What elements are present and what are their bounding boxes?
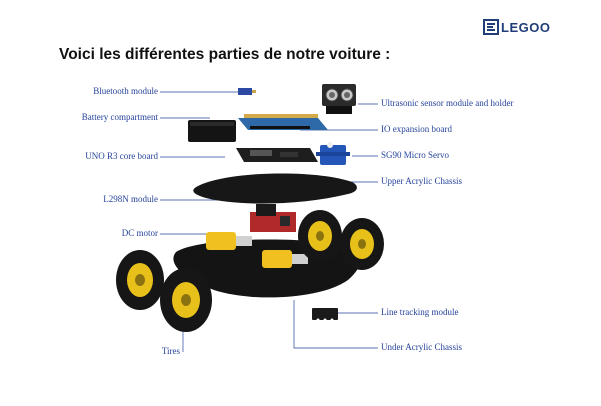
label-l298n-module: L298N module: [103, 194, 158, 204]
label-line-tracking-module: Line tracking module: [381, 307, 459, 317]
label-tires: Tires: [161, 346, 180, 356]
sg90-servo-part: [316, 142, 350, 165]
page-title: Voici les différentes parties de notre v…: [59, 46, 391, 63]
elegoo-logo-text: LEGOO: [501, 19, 551, 35]
label-ultrasonic-sensor: Ultrasonic sensor module and holder: [381, 98, 514, 108]
label-bluetooth-module: Bluetooth module: [93, 86, 158, 96]
label-under-acrylic-chassis: Under Acrylic Chassis: [381, 342, 462, 352]
label-battery-compartment: Battery compartment: [81, 112, 158, 122]
line-tracking-module-part: [312, 308, 338, 322]
elegoo-logo: LEGOO: [483, 18, 550, 36]
label-dc-motor: DC motor: [121, 228, 158, 238]
bluetooth-module-part: [238, 88, 256, 95]
upper-chassis-part: [193, 173, 357, 204]
ultrasonic-sensor-part: [322, 84, 356, 114]
label-io-expansion-board: IO expansion board: [381, 124, 452, 134]
label-uno-r3-core-board: UNO R3 core board: [85, 151, 158, 161]
label-upper-acrylic-chassis: Upper Acrylic Chassis: [381, 176, 462, 186]
l298n-module-part: [250, 204, 296, 232]
io-expansion-board-part: [238, 114, 328, 130]
elegoo-logo-mark-icon: [483, 19, 499, 35]
uno-r3-board-part: [236, 148, 318, 162]
tires-part: [116, 210, 384, 332]
label-sg90-micro-servo: SG90 Micro Servo: [381, 150, 449, 160]
battery-compartment-part: [188, 120, 236, 142]
